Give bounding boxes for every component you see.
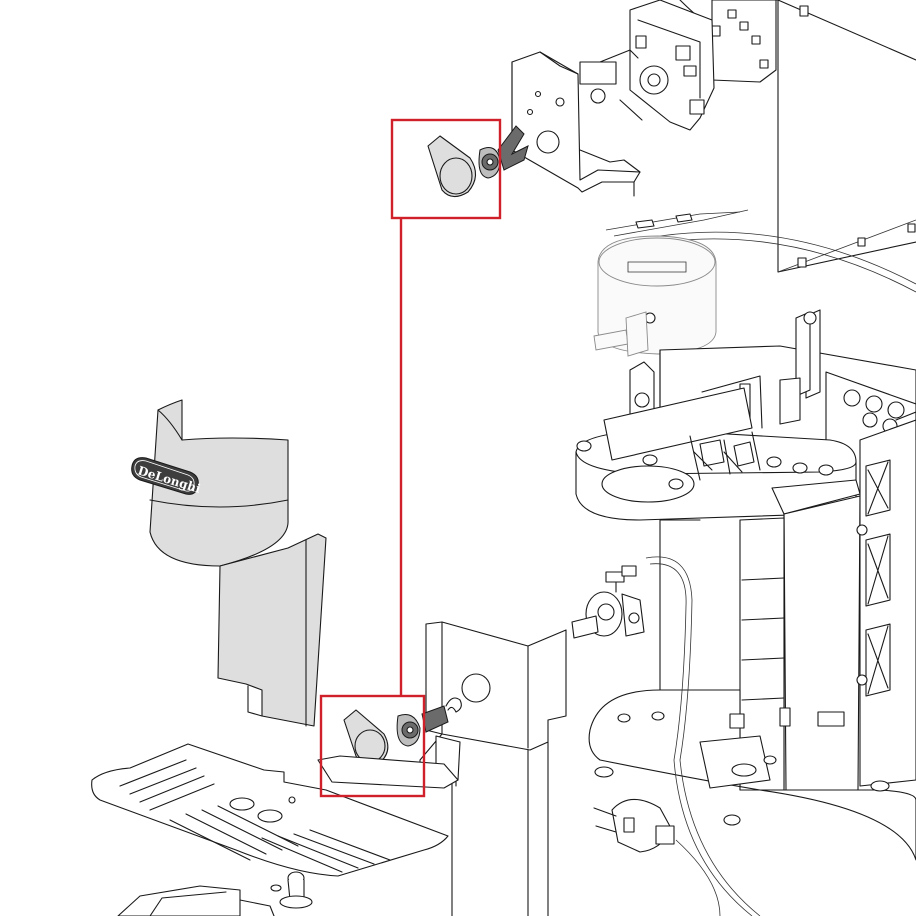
grinder-motor (571, 565, 645, 639)
knob-upper (427, 125, 529, 198)
selector-switch-unit (579, 0, 715, 131)
upper-bracket (511, 51, 641, 197)
drip-tray-grid (91, 743, 449, 877)
highlight-box-lower (319, 694, 426, 798)
wiring (605, 209, 916, 317)
lower-bracket (419, 621, 567, 916)
water-tank (593, 235, 717, 357)
back-panel (711, 0, 916, 273)
front-cover: DeLonghi (131, 399, 327, 727)
power-cord (593, 556, 761, 916)
highlight-box-upper (390, 118, 502, 220)
machine-base (588, 519, 916, 861)
control-board (679, 0, 777, 83)
bottom-parts (117, 871, 313, 916)
